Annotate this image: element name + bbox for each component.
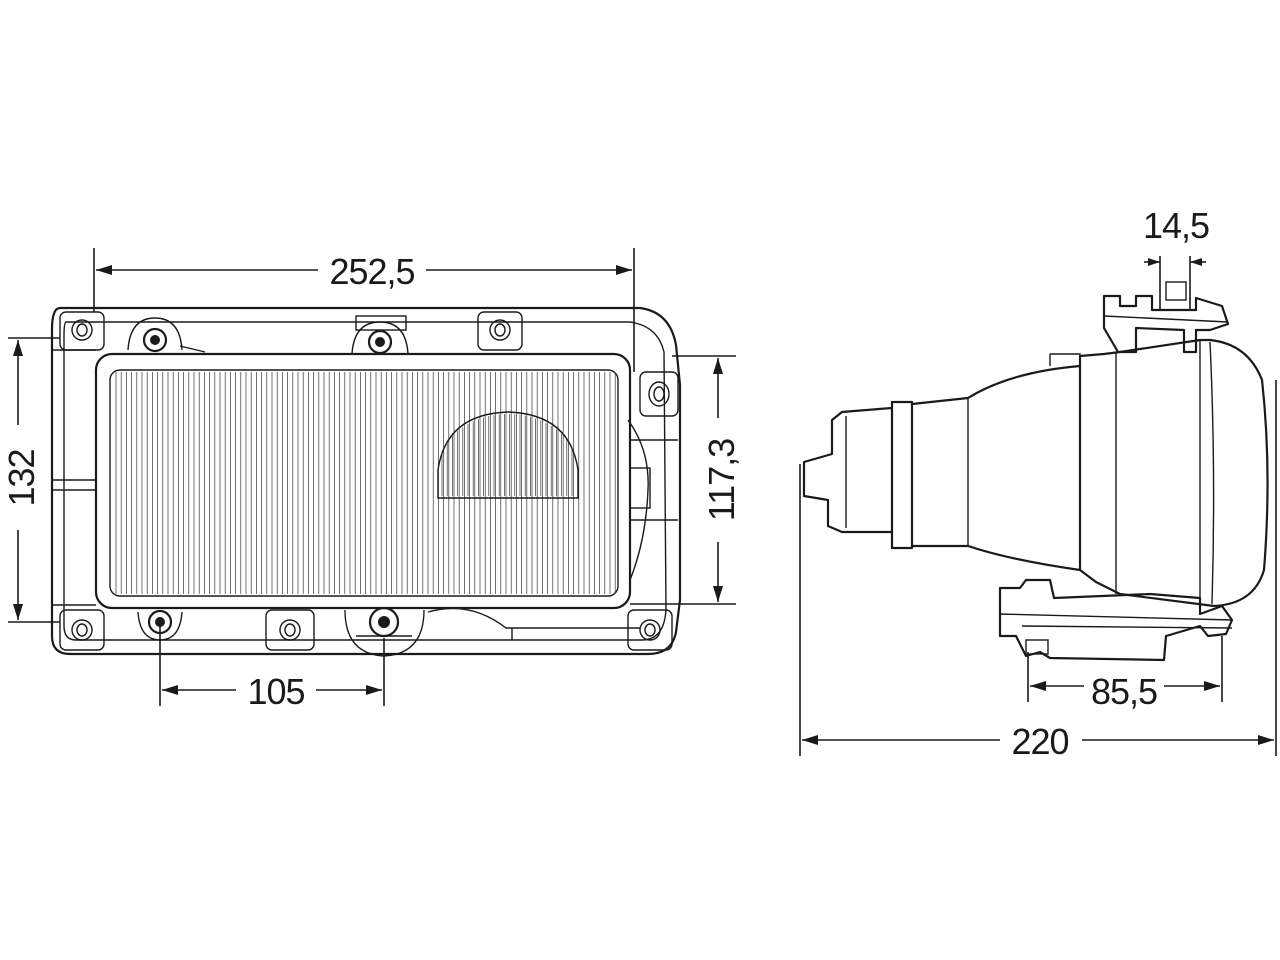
mount-hole-right [639,371,679,417]
dim-label-housing-depth: 85,5 [1091,671,1157,712]
side-view [802,281,1269,662]
lens-outer-frame [94,352,632,610]
dim-label-lens-height: 117,3 [701,439,742,521]
dim-label-bolt-spacing: 105 [247,671,304,712]
lens-ribs [115,372,616,594]
extension-lines [8,248,1277,756]
dimension-total-depth: 220 [802,721,1274,762]
adjuster-screw-bottom-mid [344,606,425,657]
lens-inner-frame [109,369,619,597]
mount-hole-top-left [59,311,105,351]
rear-collar [890,400,914,550]
dimension-lens-height: 117,3 [701,358,742,602]
adjuster-screw-top-left [127,317,206,353]
mount-hole-top-mid [477,311,523,351]
mount-hole-bottom-right [627,609,673,651]
mount-hole-bottom-left [59,609,105,651]
dimension-annotations: 252,5 132 117,3 105 [1,205,1277,762]
lens-dome-segment [437,411,579,499]
front-housing-flange [50,306,682,656]
front-view [50,306,682,657]
dim-label-mount-depth: 14,5 [1143,205,1209,246]
dimension-mount-depth: 14,5 [1143,205,1210,266]
dim-label-front-height: 132 [1,449,42,506]
dimension-front-width: 252,5 [96,251,632,292]
housing-cone [910,364,1082,572]
mount-hole-bottom-mid [265,609,315,651]
top-mount-bracket [1102,294,1230,354]
rear-connector [802,406,894,534]
dimension-front-height: 132 [1,340,42,620]
front-inner-flange [63,321,667,641]
dome-ribs [441,414,573,496]
dim-label-front-width: 252,5 [329,251,414,292]
dim-label-total-depth: 220 [1011,721,1068,762]
dimension-housing-depth: 85,5 [1030,671,1220,712]
main-housing [1078,338,1269,608]
dimension-bolt-spacing: 105 [162,671,382,712]
adjuster-screw-top-mid [351,315,409,355]
